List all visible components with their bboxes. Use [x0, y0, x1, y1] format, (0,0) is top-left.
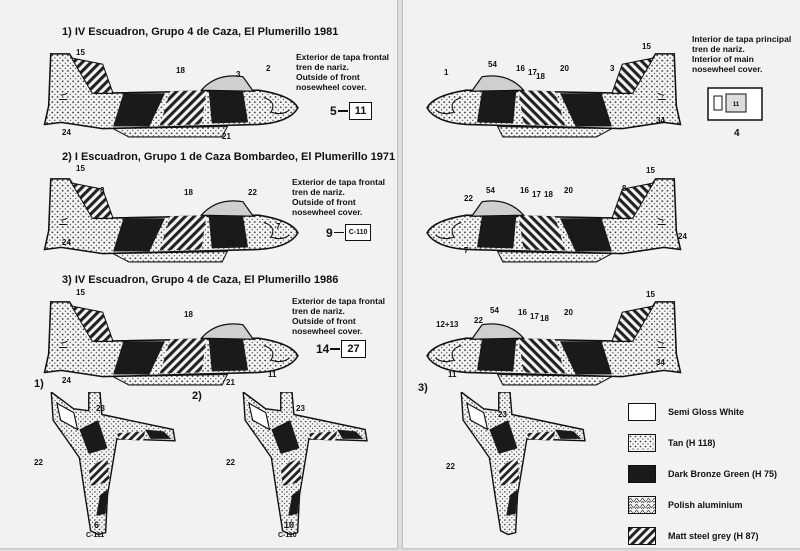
callout-15-s3-right: 15 [646, 290, 655, 299]
callout-8-right: 8 [622, 184, 627, 193]
top-view-label-1: 1) [34, 378, 44, 390]
callout-7-right: 7 [464, 246, 469, 255]
callout-24: 24 [62, 128, 71, 137]
top-callout-22-2: 22 [226, 458, 235, 467]
swatch-tan [628, 433, 656, 452]
callout-21: 21 [222, 132, 231, 141]
callout-12-13: 12+13 [436, 320, 459, 329]
swatch-dark-bronze-green [628, 464, 656, 483]
swatch-polish-aluminium [628, 495, 656, 514]
callout-17-s2: 17 [532, 190, 541, 199]
callout-11-right: 11 [448, 370, 457, 379]
top-callout-23-1: 23 [96, 404, 105, 413]
callout-18-s2: 18 [184, 188, 193, 197]
callout-15-s2: 15 [76, 164, 85, 173]
top-view-1 [30, 392, 185, 542]
scheme-1-title: 1) IV Escuadron, Grupo 4 de Caza, El Plu… [62, 26, 339, 38]
top-callout-23-3: 23 [498, 410, 507, 419]
callout-1: 1 [444, 68, 449, 77]
scheme-2-left-side-view [30, 155, 300, 265]
callout-24-s2-right: 24 [678, 232, 687, 241]
callout-2: 2 [266, 64, 271, 73]
callout-54-s3: 54 [490, 306, 499, 315]
main-cover-ref: 4 [734, 128, 740, 139]
swatch-matt-steel-grey [628, 526, 656, 545]
color-legend: Semi Gloss White Tan (H 118) Dark Bronze… [628, 396, 798, 551]
legend-polish-aluminium: Polish aluminium [628, 489, 798, 520]
callout-24-s2: 24 [62, 238, 71, 247]
callout-3-right: 3 [610, 64, 615, 73]
callout-20: 20 [560, 64, 569, 73]
top-view-label-3: 3) [418, 382, 428, 394]
top-number-10: 10 [284, 520, 295, 530]
callout-17: 17 [528, 68, 537, 77]
callout-16: 16 [516, 64, 525, 73]
scheme-3-left-side-view [30, 278, 300, 388]
callout-18-s3: 18 [184, 310, 193, 319]
callout-20-s2: 20 [564, 186, 573, 195]
scheme-2-title: 2) I Escuadron, Grupo 1 de Caza Bombarde… [62, 151, 396, 163]
callout-54-s2: 54 [486, 186, 495, 195]
legend-dark-bronze-green: Dark Bronze Green (H 75) [628, 458, 798, 489]
top-callout-23-2: 23 [296, 404, 305, 413]
callout-21-s3: 21 [226, 378, 235, 387]
callout-22-right: 22 [464, 194, 473, 203]
swatch-white [628, 402, 656, 421]
callout-22-s3: 22 [474, 316, 483, 325]
callout-16-s2: 16 [520, 186, 529, 195]
callout-18-s3-right: 18 [540, 314, 549, 323]
callout-8: 8 [100, 186, 105, 195]
callout-18-right: 18 [536, 72, 545, 81]
scheme-3-title: 3) IV Escuadron, Grupo 4 de Caza, El Plu… [62, 274, 339, 286]
top-view-3 [440, 392, 595, 542]
top-callout-22-1: 22 [34, 458, 43, 467]
callout-7: 7 [276, 222, 281, 231]
callout-15: 15 [76, 48, 85, 57]
legend-tan: Tan (H 118) [628, 427, 798, 458]
callout-17-s3: 17 [530, 312, 539, 321]
callout-18: 18 [176, 66, 185, 75]
callout-34: 34 [656, 116, 665, 125]
callout-15-right: 15 [642, 42, 651, 51]
callout-20-s3: 20 [564, 308, 573, 317]
callout-21-s2: 21 [226, 238, 235, 247]
callout-15-s3: 15 [76, 288, 85, 297]
main-nosewheel-cover-diagram: 11 [707, 87, 763, 121]
callout-11: 11 [268, 370, 277, 379]
top-callout-22-3: 22 [446, 462, 455, 471]
callout-34-s3: 34 [656, 358, 665, 367]
scheme-1-right-side-view [425, 30, 695, 140]
scheme-1-left-side-view [30, 30, 300, 140]
page-fold [397, 0, 403, 548]
callout-15-s2-right: 15 [646, 166, 655, 175]
top-view-label-2: 2) [192, 390, 202, 402]
top-serial-1: C-111 [86, 532, 105, 539]
top-number-6: 6 [94, 520, 100, 530]
top-view-2 [222, 392, 377, 542]
legend-semi-gloss-white: Semi Gloss White [628, 396, 798, 427]
callout-22: 22 [248, 188, 257, 197]
callout-24-s3: 24 [62, 376, 71, 385]
legend-matt-steel-grey: Matt steel grey (H 87) [628, 520, 798, 551]
callout-3: 3 [236, 70, 241, 79]
main-cover-serial: 11 [733, 102, 740, 108]
top-serial-2: C-110 [278, 532, 297, 539]
callout-18-s2-right: 18 [544, 190, 553, 199]
callout-54: 54 [488, 60, 497, 69]
callout-16-s3: 16 [518, 308, 527, 317]
